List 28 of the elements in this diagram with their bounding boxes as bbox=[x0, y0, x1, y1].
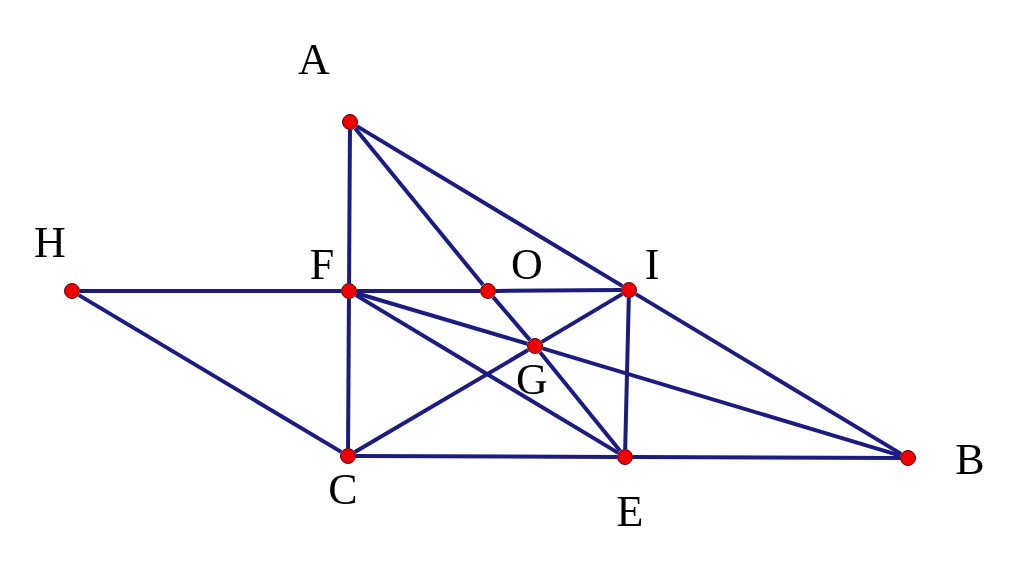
line-segment bbox=[354, 293, 620, 455]
line-segment bbox=[491, 295, 532, 342]
line-segment bbox=[346, 299, 351, 448]
point-label: E bbox=[616, 490, 644, 534]
line-segment bbox=[77, 293, 343, 454]
line-segment bbox=[357, 289, 480, 293]
point-label: B bbox=[955, 438, 985, 482]
point-label: H bbox=[34, 221, 66, 265]
line-segment bbox=[353, 348, 530, 454]
line-segment bbox=[80, 289, 341, 293]
point-label: F bbox=[309, 243, 335, 287]
line-segment bbox=[623, 297, 631, 450]
point-label: G bbox=[516, 358, 548, 402]
point-label: A bbox=[298, 38, 330, 82]
line-segment bbox=[353, 126, 485, 287]
line-segment bbox=[540, 292, 624, 344]
line-segment bbox=[496, 288, 621, 293]
line-segment bbox=[633, 455, 900, 460]
line-segment bbox=[538, 350, 622, 453]
line-segment bbox=[634, 292, 903, 456]
line-segment bbox=[355, 124, 624, 288]
line-segment bbox=[542, 346, 901, 458]
point-label: I bbox=[644, 243, 660, 287]
line-segment bbox=[356, 291, 528, 346]
line-segment bbox=[347, 130, 352, 283]
line-segment bbox=[356, 454, 617, 459]
point-label: O bbox=[511, 243, 543, 287]
point-label: C bbox=[328, 468, 358, 512]
